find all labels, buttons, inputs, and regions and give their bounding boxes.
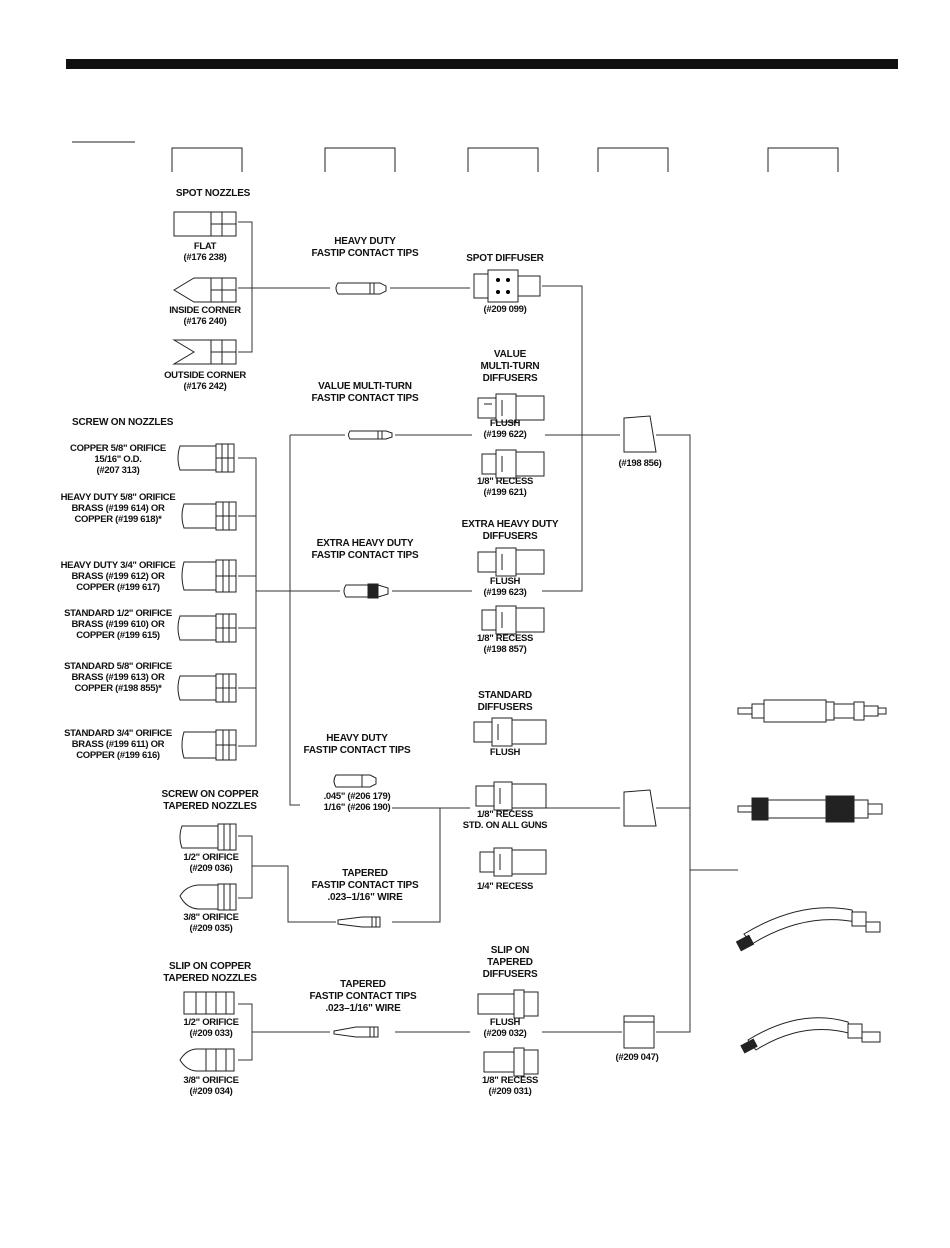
outside-corner-nozzle-icon (172, 339, 237, 365)
value-recess-label: 1/8" RECESS (#199 621) (476, 476, 534, 498)
ehd-recess-diffuser-icon (481, 605, 545, 635)
screw-nozzle-2-icon (181, 501, 237, 531)
slip-diffusers-heading: SLIP ON TAPERED DIFFUSERS (482, 945, 538, 980)
nozzle-4-label: STANDARD 1/2" ORIFICE BRASS (#199 610) O… (64, 608, 172, 641)
std-quarter-diffuser-icon (479, 847, 547, 877)
hd-tips-top-heading: HEAVY DUTY FASTIP CONTACT TIPS (311, 236, 419, 259)
slip-recess-label: 1/8" RECESS (#209 031) (481, 1075, 539, 1097)
screw-nozzle-6-icon (181, 729, 237, 761)
value-tips-heading: VALUE MULTI-TURN FASTIP CONTACT TIPS (311, 381, 419, 404)
std-recess-label: 1/8" RECESS STD. ON ALL GUNS (462, 809, 548, 831)
slip-flush-label: FLUSH (#209 032) (483, 1017, 527, 1039)
gun-handle-2-icon (737, 795, 883, 823)
value-flush-label: FLUSH (#199 622) (483, 418, 527, 440)
ehd-tips-heading: EXTRA HEAVY DUTY FASTIP CONTACT TIPS (311, 538, 419, 561)
outside-corner-label: OUTSIDE CORNER (#176 242) (164, 370, 246, 392)
ehd-tip-icon (343, 583, 389, 599)
header-bar (66, 59, 898, 69)
screw-nozzle-1-icon (177, 443, 235, 473)
tapered-tips-2-heading: TAPERED FASTIP CONTACT TIPS .023–1/16" W… (309, 979, 417, 1014)
inside-corner-label: INSIDE CORNER (#176 240) (169, 305, 241, 327)
screw-on-nozzles-heading: SCREW ON NOZZLES (72, 417, 174, 428)
screw-tapered-38-label: 3/8" ORIFICE (#209 035) (183, 912, 239, 934)
value-recess-diffuser-icon (481, 449, 545, 479)
gun-handle-1-icon (737, 699, 887, 723)
ehd-flush-diffuser-icon (477, 547, 545, 577)
screw-nozzle-5-icon (177, 673, 237, 703)
screw-tapered-half-icon (179, 823, 237, 851)
insulator-1-icon (623, 415, 657, 453)
screw-nozzle-4-icon (177, 613, 237, 643)
tapered-tip-1-icon (337, 916, 381, 928)
nozzle-3-label: HEAVY DUTY 3/4" ORIFICE BRASS (#199 612)… (60, 560, 176, 593)
ehd-diffusers-heading: EXTRA HEAVY DUTY DIFFUSERS (461, 519, 559, 542)
spot-nozzles-heading: SPOT NOZZLES (175, 188, 251, 199)
nozzle-2-label: HEAVY DUTY 5/8" ORIFICE BRASS (#199 614)… (60, 492, 176, 525)
spot-diffuser-part-number: (#209 099) (483, 304, 527, 315)
hd-tips-mid-heading: HEAVY DUTY FASTIP CONTACT TIPS (303, 733, 411, 756)
screw-nozzle-3-icon (181, 559, 237, 593)
nozzle-5-label: STANDARD 5/8" ORIFICE BRASS (#199 613) O… (64, 661, 172, 694)
slip-flush-diffuser-icon (477, 989, 539, 1019)
hd-tips-mid-part-numbers: .045" (#206 179) 1/16" (#206 190) (323, 791, 391, 813)
flat-spot-nozzle-icon (173, 211, 237, 237)
screw-tapered-half-label: 1/2" ORIFICE (#209 036) (183, 852, 239, 874)
insulator-3-part-number: (#209 047) (615, 1052, 659, 1063)
hd-tip-top-icon (335, 282, 387, 295)
nozzle-6-label: STANDARD 3/4" ORIFICE BRASS (#199 611) O… (64, 728, 172, 761)
spot-diffuser-icon (473, 269, 541, 303)
value-tip-icon (348, 430, 393, 440)
std-recess-diffuser-icon (475, 781, 547, 811)
slip-recess-diffuser-icon (483, 1047, 539, 1077)
hd-tip-mid-icon (333, 774, 377, 788)
inside-corner-nozzle-icon (173, 277, 237, 303)
slip-38-label: 3/8" ORIFICE (#209 034) (183, 1075, 239, 1097)
spot-diffuser-heading: SPOT DIFFUSER (466, 253, 544, 264)
connector-lines (238, 221, 738, 1061)
nozzle-1-label: COPPER 5/8" ORIFICE 15/16" O.D. (#207 31… (70, 443, 166, 476)
slip-nozzle-half-icon (183, 991, 235, 1015)
std-quarter-recess-label: 1/4" RECESS (476, 881, 534, 892)
screw-tapered-38-icon (179, 883, 237, 911)
insulator-3-icon (623, 1015, 655, 1049)
insulator-2-icon (623, 789, 657, 827)
std-flush-label: FLUSH (489, 747, 521, 758)
gun-neck-1-icon (735, 907, 881, 952)
ehd-recess-label: 1/8" RECESS (#198 857) (476, 633, 534, 655)
gun-neck-2-icon (740, 1017, 881, 1054)
slip-half-label: 1/2" ORIFICE (#209 033) (183, 1017, 239, 1039)
value-flush-diffuser-icon (477, 393, 545, 423)
slip-nozzle-38-icon (179, 1048, 235, 1072)
flat-nozzle-label: FLAT (#176 238) (183, 241, 227, 263)
tapered-tips-1-heading: TAPERED FASTIP CONTACT TIPS .023–1/16" W… (311, 868, 419, 903)
column-headers (171, 147, 839, 172)
slip-tapered-heading: SLIP ON COPPER TAPERED NOZZLES (163, 961, 257, 984)
std-diffusers-heading: STANDARD DIFFUSERS (477, 690, 533, 713)
value-diffusers-heading: VALUE MULTI-TURN DIFFUSERS (480, 349, 540, 384)
std-flush-diffuser-icon (473, 717, 547, 747)
insulator-1-part-number: (#198 856) (618, 458, 662, 469)
ehd-flush-label: FLUSH (#199 623) (483, 576, 527, 598)
tapered-tip-2-icon (333, 1026, 379, 1038)
screw-tapered-heading: SCREW ON COPPER TAPERED NOZZLES (161, 789, 259, 812)
